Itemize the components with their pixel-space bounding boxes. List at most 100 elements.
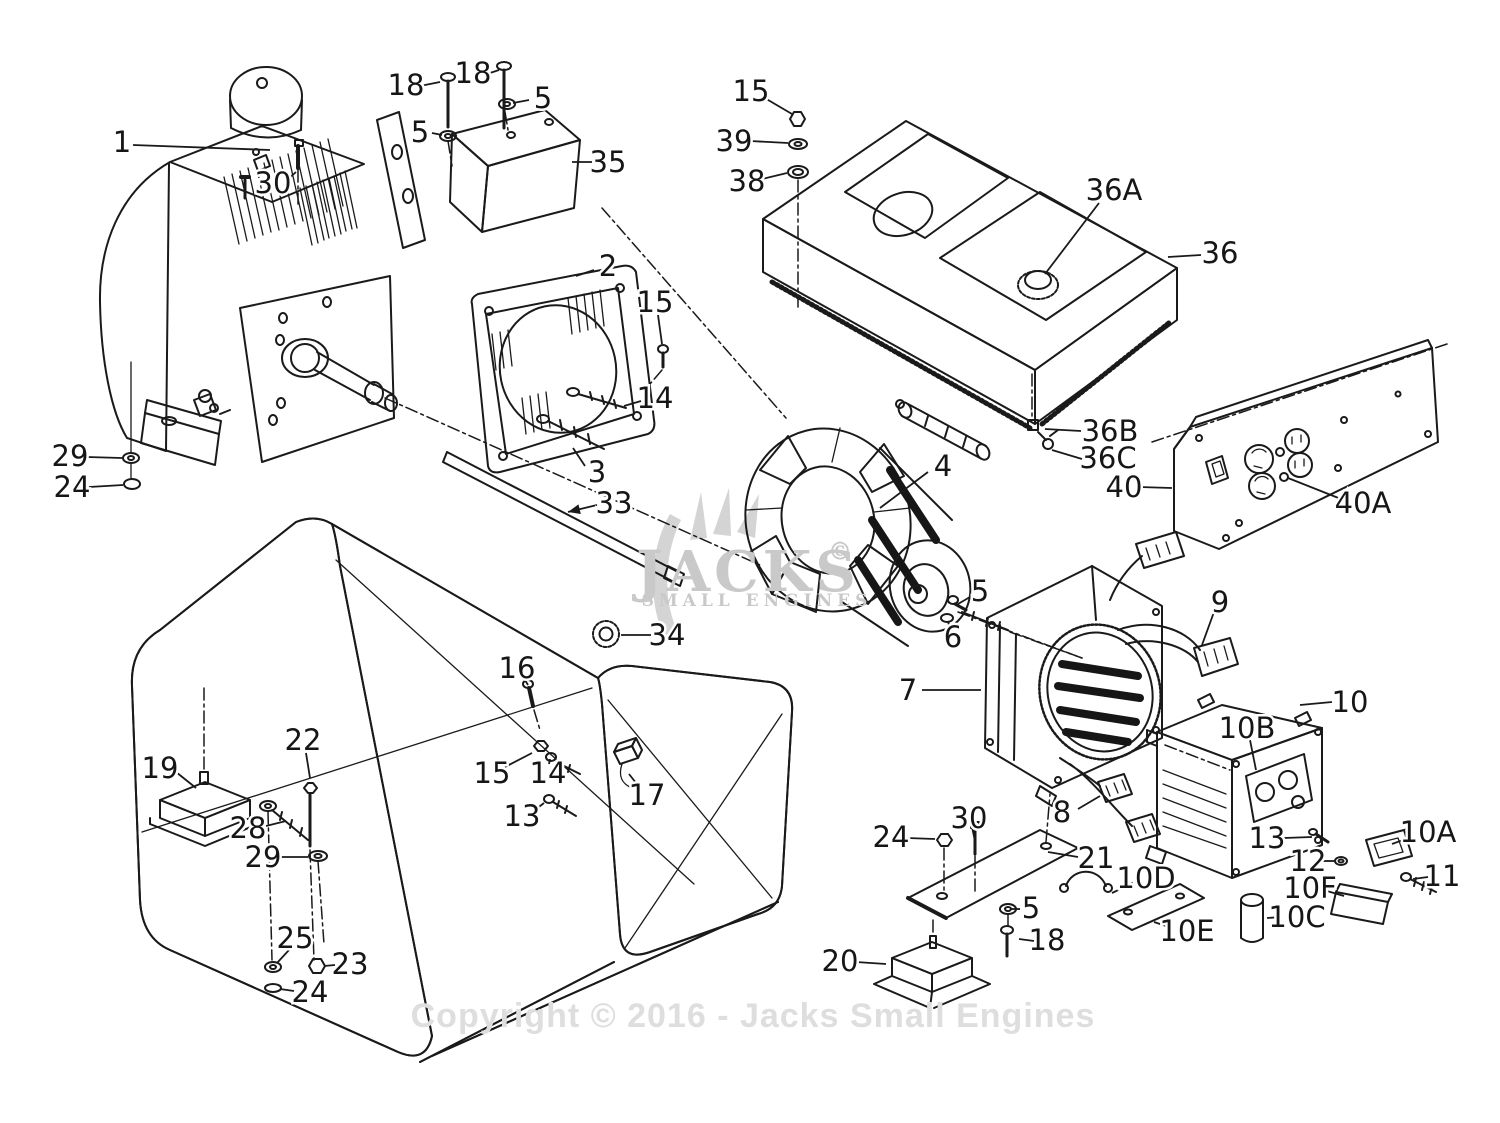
leader-line: [1283, 836, 1313, 839]
leader-line: [657, 314, 663, 345]
watermark-logo: [652, 488, 759, 640]
leader-line: [512, 99, 530, 104]
leader-line: [1077, 795, 1101, 810]
control-panel: [1151, 339, 1448, 550]
leader-line: [1051, 449, 1083, 460]
callout-label-5: 5: [971, 574, 989, 608]
copyright-watermark: Copyright © 2016 - Jacks Small Engines: [411, 997, 1096, 1035]
leader-line: [534, 802, 545, 811]
leader-line: [1326, 890, 1345, 897]
leader-line: [1299, 701, 1333, 706]
leader-line: [575, 269, 595, 277]
leader-line: [749, 140, 789, 144]
leader-line: [762, 96, 793, 115]
leader-line: [276, 949, 290, 964]
callout-label-3: 3: [588, 455, 606, 489]
callout-label-17: 17: [629, 778, 666, 812]
callout-label-20: 20: [822, 944, 859, 978]
leader-line: [279, 988, 295, 992]
callout-label-25: 25: [277, 921, 314, 955]
leader-line: [419, 81, 441, 87]
leader-line: [265, 820, 287, 827]
leader-line: [572, 447, 586, 467]
fuel-tank: [762, 111, 1178, 461]
callout-label-36C: 36C: [1079, 441, 1136, 475]
leader-line: [906, 837, 936, 840]
vibration-mount-rear: [873, 919, 991, 1009]
callout-label-30: 30: [951, 801, 988, 835]
leader-line: [86, 456, 123, 459]
callout-label-13: 13: [504, 799, 541, 833]
leader-line: [761, 172, 788, 180]
leader-line: [175, 771, 197, 789]
callout-label-29: 29: [245, 840, 282, 874]
leader-line: [286, 171, 297, 181]
watermark-text: JACKS© SMALL ENGINES: [631, 537, 873, 612]
leader-line: [1391, 836, 1412, 845]
callout-label-36A: 36A: [1086, 173, 1143, 207]
callout-label-29: 29: [52, 439, 89, 473]
callout-label-13: 13: [1249, 821, 1286, 855]
callout-label-1: 1: [113, 125, 131, 159]
watermark-copyright-symbol: ©: [828, 537, 852, 566]
callout-label-19: 19: [142, 751, 179, 785]
leader-line: [1111, 882, 1134, 894]
callout-label-9: 9: [1211, 585, 1229, 619]
callout-label-38: 38: [729, 164, 766, 198]
leader-line: [1167, 254, 1202, 258]
callout-label-39: 39: [716, 124, 753, 158]
callout-label-18: 18: [388, 68, 425, 102]
callout-label-5: 5: [1022, 891, 1040, 925]
leader-line: [971, 826, 976, 842]
callout-label-35: 35: [590, 145, 627, 179]
callout-label-14: 14: [637, 381, 674, 415]
leader-line: [957, 596, 971, 605]
leader-line: [1412, 876, 1429, 880]
callout-label-10E: 10E: [1159, 914, 1214, 948]
leader-line: [1047, 851, 1079, 858]
callout-label-2: 2: [599, 249, 617, 283]
leader-line: [1201, 611, 1215, 646]
callout-label-7: 7: [899, 673, 917, 707]
leader-line: [623, 400, 642, 407]
callout-label-14: 14: [530, 756, 567, 790]
stator-assembly: [957, 531, 1239, 807]
callout-label-24: 24: [292, 975, 329, 1009]
leader-line: [522, 676, 529, 686]
leader-line: [879, 471, 929, 509]
callout-label-33: 33: [596, 486, 633, 520]
callout-label-10B: 10B: [1219, 711, 1276, 745]
callout-label-15: 15: [733, 74, 770, 108]
mounting-plate: [906, 793, 1079, 958]
watermark-subtitle: SMALL ENGINES: [642, 591, 873, 611]
leader-line: [1287, 477, 1342, 500]
callout-label-24: 24: [873, 820, 910, 854]
callout-label-36B: 36B: [1082, 414, 1139, 448]
callout-label-30: 30: [255, 166, 292, 200]
leader-line: [1139, 486, 1173, 489]
copyright-text: Copyright © 2016 - Jacks Small Engines: [411, 997, 1096, 1035]
watermark-brand: JACKS: [631, 539, 860, 605]
rear-bearing-carrier: [1145, 693, 1323, 879]
leader-line: [1044, 428, 1082, 432]
lock-washer-34: [592, 620, 620, 648]
callout-label-22: 22: [285, 723, 322, 757]
vibration-mount-front: [149, 687, 259, 847]
callout-label-15: 15: [637, 285, 674, 319]
callout-label-21: 21: [1078, 841, 1115, 875]
leader-arrowhead: [568, 504, 581, 515]
fan-housing-adapter: [470, 264, 669, 474]
leader-line: [947, 620, 951, 630]
engine-assembly: [98, 66, 426, 490]
support-rail: [442, 451, 685, 587]
callout-label-18: 18: [455, 56, 492, 90]
callout-label-5: 5: [534, 81, 552, 115]
callout-label-4: 4: [934, 449, 952, 483]
callout-label-28: 28: [230, 811, 267, 845]
leader-line: [88, 484, 124, 488]
leader-line: [1266, 916, 1283, 919]
callout-label-18: 18: [1029, 923, 1066, 957]
muffler: [439, 61, 581, 233]
